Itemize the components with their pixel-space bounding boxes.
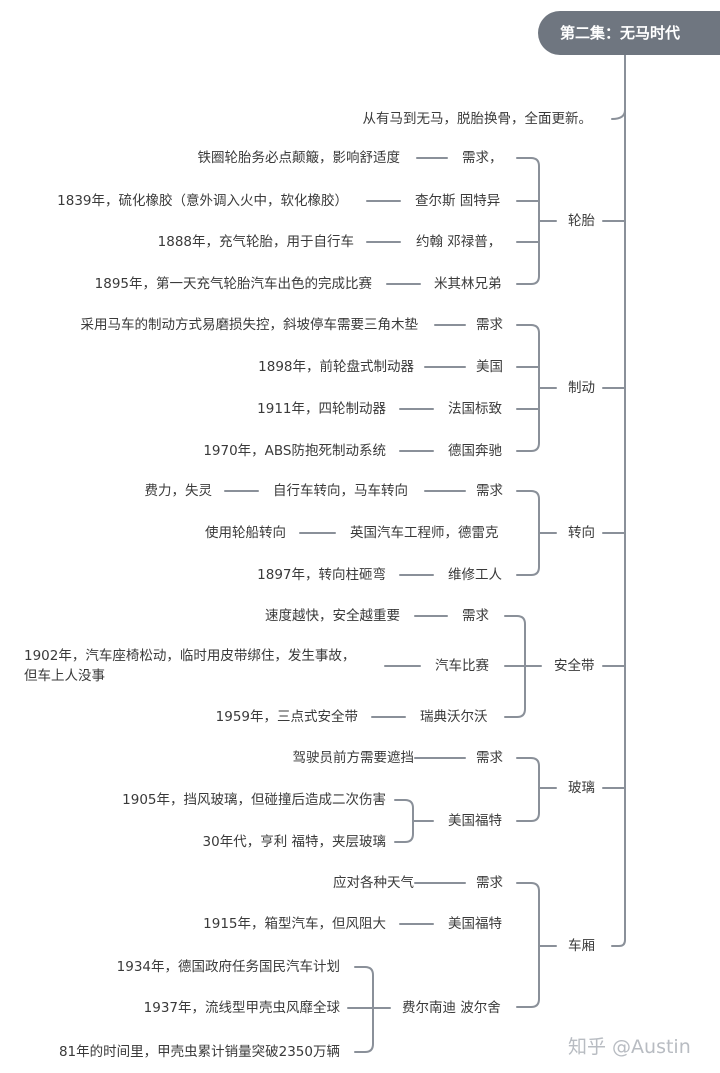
branch-brakes-label: 制动 <box>568 380 595 396</box>
brakes-item-detail: 1911年，四轮制动器 <box>257 401 386 417</box>
glass-item-detail: 驾驶员前方需要遮挡 <box>292 750 415 766</box>
branch-seatbelt-label: 安全带 <box>554 658 595 674</box>
seatbelt-item-who: 需求 <box>462 608 489 624</box>
body-item-detail: 1915年，箱型汽车，但风阻大 <box>203 916 386 932</box>
body-item-who: 费尔南迪 波尔舍 <box>402 1000 501 1016</box>
glass-item-who: 美国福特 <box>448 813 502 829</box>
steering-item-detail: 1897年，转向柱砸弯 <box>257 567 386 583</box>
body-item-who: 美国福特 <box>448 916 502 932</box>
body-item-detail: 1934年，德国政府任务国民汽车计划 <box>116 959 340 975</box>
tires-item-detail: 1895年，第一天充气轮胎汽车出色的完成比赛 <box>94 276 372 292</box>
tires-item-who: 约翰 邓禄普， <box>416 234 502 250</box>
seatbelt-item-who: 瑞典沃尔沃 <box>420 709 488 725</box>
glass-item-detail: 1905年，挡风玻璃，但碰撞后造成二次伤害 <box>122 792 386 808</box>
body-item-detail: 应对各种天气 <box>333 875 414 891</box>
brakes-item-who: 需求 <box>476 317 503 333</box>
steering-item-detail: 费力，失灵 <box>144 483 213 499</box>
branch-body-label: 车厢 <box>568 938 595 954</box>
brakes-item-who: 美国 <box>476 359 503 375</box>
tires-item-detail: 1839年，硫化橡胶（意外调入火中，软化橡胶） <box>57 193 348 209</box>
seatbelt-item-detail-line1: 1902年，汽车座椅松动，临时用皮带绑住，发生事故， <box>24 648 356 664</box>
steering-item-who: 维修工人 <box>448 567 502 583</box>
steering-item-who: 需求 <box>476 483 503 499</box>
body-item-who: 需求 <box>476 875 503 891</box>
steering-item-detail: 使用轮船转向 <box>205 525 286 541</box>
body-item-detail: 1937年，流线型甲壳虫风靡全球 <box>143 1000 340 1016</box>
steering-item-mid: 自行车转向，马车转向 <box>273 483 408 499</box>
brakes-item-detail: 1970年，ABS防抱死制动系统 <box>203 443 386 459</box>
branch-glass-label: 玻璃 <box>568 780 595 796</box>
tires-item-who: 查尔斯 固特异 <box>415 193 501 209</box>
seatbelt-item-detail: 1959年，三点式安全带 <box>215 709 358 725</box>
seatbelt-item-detail-line2: 但车上人没事 <box>24 668 105 684</box>
tires-item-who: 需求， <box>462 150 503 166</box>
brakes-item-who: 法国标致 <box>448 401 502 417</box>
branch-tires-label: 轮胎 <box>568 213 595 229</box>
watermark: 知乎 @Austin <box>568 1036 691 1058</box>
intro-connector <box>611 109 626 120</box>
tires-item-detail: 铁圈轮胎务必点颠簸，影响舒适度 <box>197 150 401 166</box>
brakes-bracket <box>516 324 540 452</box>
seatbelt-item-who: 汽车比赛 <box>435 658 489 674</box>
body-bracket <box>516 882 540 1008</box>
brakes-item-detail: 采用马车的制动方式易磨损失控，斜坡停车需要三角木垫 <box>80 317 419 333</box>
tires-bracket <box>516 157 540 285</box>
steering-bracket <box>516 490 540 576</box>
seatbelt-item-detail: 速度越快，安全越重要 <box>265 608 400 624</box>
glass-bracket <box>516 757 540 822</box>
glass-item-detail: 30年代，亨利 福特，夹层玻璃 <box>202 834 386 850</box>
brakes-item-detail: 1898年，前轮盘式制动器 <box>258 359 414 375</box>
branch-steering-label: 转向 <box>568 525 595 541</box>
intro-text: 从有马到无马，脱胎换骨，全面更新。 <box>362 111 593 127</box>
tires-item-who: 米其林兄弟 <box>434 276 502 292</box>
trunk-line <box>611 54 626 947</box>
brakes-item-who: 德国奔驰 <box>448 443 502 459</box>
root-node: 第二集：无马时代 <box>538 11 720 55</box>
glass-item-who: 需求 <box>476 750 503 766</box>
body-item-detail: 81年的时间里，甲壳虫累计销量突破2350万辆 <box>58 1044 340 1060</box>
steering-item-who: 英国汽车工程师，德雷克 <box>350 525 499 541</box>
tires-item-detail: 1888年，充气轮胎，用于自行车 <box>157 234 354 250</box>
